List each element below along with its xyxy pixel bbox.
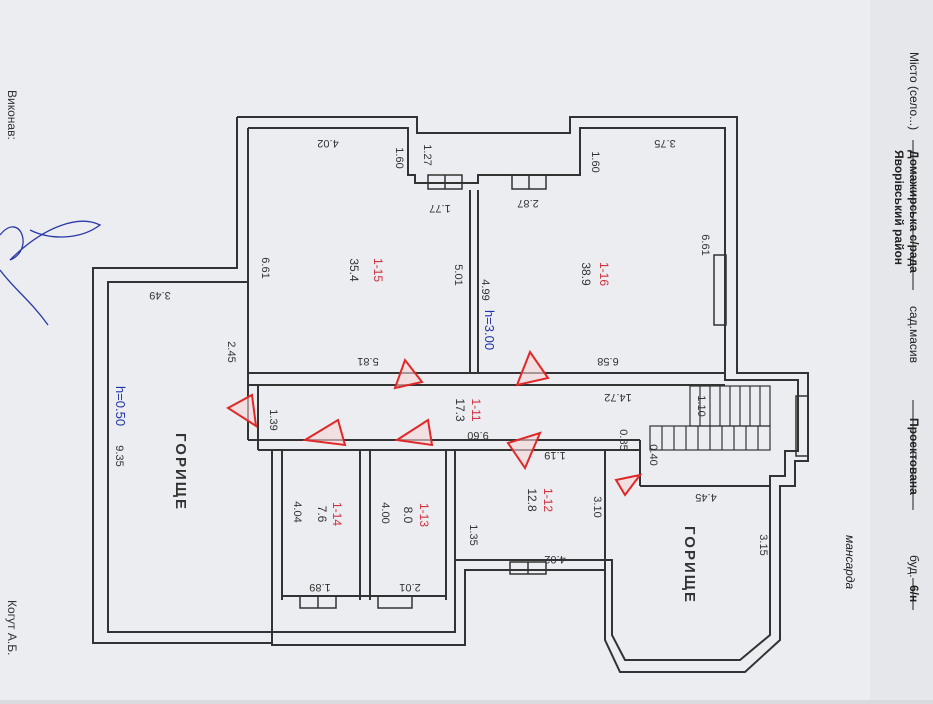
windows [299, 174, 809, 609]
height-attic: h=0.50 [113, 386, 128, 426]
dim-315: 3.15 [757, 534, 769, 555]
dim-040: 0.40 [647, 444, 659, 465]
paper-margin [870, 0, 933, 700]
room-16-number: 1-16 [597, 262, 611, 286]
building-number: 6/н [907, 585, 921, 602]
performer-name: Когут А.Б. [5, 600, 19, 655]
room-13-area: 8.0 [401, 507, 415, 524]
performer-label: Виконав: [5, 90, 19, 140]
form-header: Місто (село...) Домажирська с/рада Яворі… [843, 52, 921, 602]
dim-12-t: 1.19 [544, 449, 565, 461]
room-15-number: 1-15 [371, 258, 385, 282]
walls [92, 116, 809, 673]
room-12-area: 12.8 [525, 488, 539, 512]
dim-287: 2.87 [517, 197, 538, 209]
dim-110: 1.10 [695, 395, 707, 416]
height-main: h=3.00 [482, 310, 497, 350]
dim-16-h2: 4.99 [479, 279, 491, 300]
attic-labels: ГОРИЩЕ ГОРИЩЕ [172, 433, 698, 604]
dim-15-w: 4.02 [317, 137, 338, 149]
door-marker-14 [302, 418, 347, 447]
room-11-area: 17.3 [453, 398, 467, 422]
dim-14-b: 1.89 [309, 581, 330, 593]
attic-small-label: ГОРИЩЕ [681, 526, 698, 604]
dim-13-b: 2.01 [399, 581, 420, 593]
dim-12-s: 1.35 [467, 524, 479, 545]
dim-15-n: 1.60 [393, 147, 405, 168]
floor-name: мансарда [843, 535, 857, 589]
locality-value: Домажирська с/рада [907, 150, 921, 273]
dim-085: 0.85 [617, 429, 629, 450]
door-markers [226, 349, 643, 497]
street-type: сад.масив [907, 306, 921, 363]
dim-11-w: 1.39 [267, 409, 279, 430]
dim-15-b: 5.81 [357, 355, 378, 367]
dim-11-len: 9.60 [467, 429, 488, 441]
signature [0, 220, 102, 326]
door-marker-16 [515, 349, 550, 387]
door-marker-15 [393, 357, 424, 390]
room-11-number: 1-11 [469, 398, 483, 421]
dim-127: 1.27 [421, 144, 433, 165]
room-16-area: 38.9 [579, 262, 593, 286]
dim-13-h: 4.00 [379, 502, 391, 523]
attic-big-label: ГОРИЩЕ [172, 433, 189, 511]
dim-12-h: 3.10 [591, 496, 603, 517]
dim-445: 4.45 [695, 491, 716, 503]
street-name: Проектована [907, 418, 921, 495]
room-14-number: 1-14 [330, 502, 344, 526]
dim-1472: 14.72 [604, 391, 632, 403]
building-label: буд. [907, 555, 921, 578]
district: Яворівський район [892, 150, 906, 265]
room-15-area: 35.4 [347, 258, 361, 282]
room-14-area: 7.6 [315, 506, 329, 523]
room-labels: 1-15 35.4 1-16 38.9 1-11 17.3 1-12 12.8 … [315, 258, 611, 527]
door-marker-attic [614, 473, 643, 497]
dim-245: 2.45 [225, 341, 237, 362]
door-marker-13 [394, 418, 434, 447]
room-12-number: 1-12 [541, 488, 555, 512]
stairs [649, 385, 771, 451]
dimension-labels: 4.02 1.60 6.61 5.01 5.81 3.75 1.60 6.61 … [113, 137, 769, 593]
dim-16-h1: 6.61 [699, 234, 711, 255]
height-notes: h=3.00 h=0.50 [113, 310, 497, 426]
dim-16-b: 6.58 [597, 355, 618, 367]
dim-349: 3.49 [149, 289, 170, 301]
dim-15-h1: 6.61 [259, 257, 271, 278]
dim-177: 1.77 [429, 202, 450, 214]
dim-14-h: 4.04 [291, 501, 303, 522]
dim-16-n: 1.60 [589, 151, 601, 172]
door-marker-corridor [226, 393, 258, 429]
locality-label: Місто (село...) [907, 52, 921, 130]
dim-935: 9.35 [113, 445, 125, 466]
dim-16-w: 3.75 [654, 137, 675, 149]
dim-15-h2: 5.01 [452, 264, 464, 285]
dim-12-b: 4.02 [544, 553, 565, 565]
room-13-number: 1-13 [417, 503, 431, 527]
door-marker-12 [506, 431, 542, 471]
